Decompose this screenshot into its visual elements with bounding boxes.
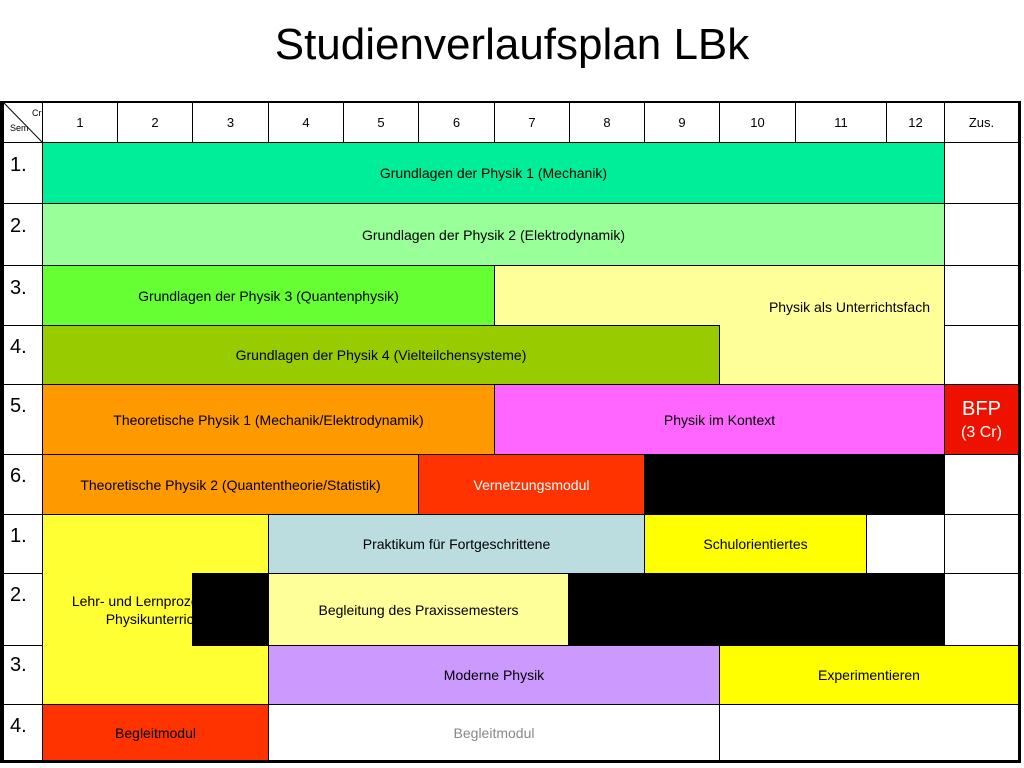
module-theoretische-physik-1: Theoretische Physik 1 (Mechanik/Elektrod… — [42, 384, 495, 455]
credit-column-header: Zus. — [968, 115, 995, 130]
semester-label: 3. — [10, 277, 27, 299]
module-experimentieren: Experimentieren — [719, 645, 1019, 705]
table-border — [1018, 101, 1021, 763]
bfp-title: BFP — [962, 397, 1001, 420]
semester-label: 4. — [10, 336, 27, 358]
blocked-cell — [568, 573, 945, 646]
grid-line — [795, 101, 796, 143]
module-begleitung-praxissemester: Begleitung des Praxissemesters — [268, 573, 569, 646]
grid-line — [117, 101, 118, 143]
module-vernetzungsmodul: Vernetzungsmodul — [418, 454, 645, 515]
module-physik-im-kontext: Physik im Kontext — [494, 384, 945, 455]
semester-label: 5. — [10, 395, 27, 417]
module-grundlagen-physik-1: Grundlagen der Physik 1 (Mechanik) — [42, 142, 945, 204]
semester-label: 2. — [10, 584, 27, 606]
grid-line — [644, 101, 645, 143]
table-border — [0, 101, 4, 763]
semester-label: 1. — [10, 154, 27, 176]
corner-diagonal — [4, 103, 42, 142]
empty-cell — [719, 704, 1019, 761]
module-theoretische-physik-2: Theoretische Physik 2 (Quantentheorie/St… — [42, 454, 419, 515]
table-border — [0, 101, 1021, 103]
semester-label: 1. — [10, 525, 27, 547]
credit-column-header: 9 — [678, 115, 686, 130]
blocked-cell — [644, 454, 945, 515]
grid-line — [418, 101, 419, 143]
module-grundlagen-physik-4: Grundlagen der Physik 4 (Vielteilchensys… — [42, 325, 720, 385]
module-grundlagen-physik-2: Grundlagen der Physik 2 (Elektrodynamik) — [42, 203, 945, 266]
credit-column-header: 5 — [377, 115, 385, 130]
grid-line — [569, 101, 570, 143]
study-plan-table: Cr Sem 1 2 3 4 5 6 7 8 9 10 11 12 Zus. 1… — [0, 101, 1024, 763]
semester-label: 6. — [10, 465, 27, 487]
grid-line — [192, 101, 193, 143]
module-lehr-lernprozesse: Lehr- und Lernprozesse im Physikunterric… — [42, 514, 269, 705]
credit-column-header: 10 — [750, 115, 765, 130]
corner-credits-label: Cr — [32, 108, 42, 118]
module-begleitmodul-1: Begleitmodul — [42, 704, 269, 761]
credit-column-header: 12 — [908, 115, 923, 130]
credit-column-header: 6 — [452, 115, 461, 130]
credit-column-header: 4 — [302, 115, 310, 130]
page-title: Studienverlaufsplan LBk — [274, 20, 750, 69]
grid-line — [494, 101, 495, 143]
module-label: Physik als Unterrichtsfach — [768, 299, 930, 315]
grid-line — [343, 101, 344, 143]
blocked-cell — [192, 573, 269, 646]
module-praktikum-fortgeschrittene: Praktikum für Fortgeschrittene — [268, 514, 645, 574]
grid-line — [719, 101, 720, 143]
credit-column-header: 2 — [151, 115, 159, 130]
module-schulorientiertes: Schulorientiertes — [644, 514, 867, 574]
grid-line — [268, 101, 269, 143]
credit-column-header: 1 — [76, 115, 84, 130]
credit-column-header: 3 — [226, 115, 235, 130]
module-grundlagen-physik-3: Grundlagen der Physik 3 (Quantenphysik) — [42, 265, 495, 326]
module-moderne-physik: Moderne Physik — [268, 645, 720, 705]
credit-column-header: 11 — [834, 115, 848, 130]
corner-semester-label: Sem — [10, 123, 29, 133]
semester-label: 3. — [10, 654, 27, 676]
semester-label: 4. — [10, 715, 27, 737]
bfp-credits: (3 Cr) — [961, 423, 1002, 441]
credit-column-header: 8 — [603, 115, 611, 130]
semester-label: 2. — [10, 215, 27, 237]
grid-line — [886, 101, 887, 143]
module-begleitmodul-2: Begleitmodul — [268, 704, 720, 761]
table-border — [0, 760, 1021, 763]
credit-column-header: 7 — [528, 115, 536, 130]
module-bfp: BFP (3 Cr) — [944, 384, 1019, 455]
